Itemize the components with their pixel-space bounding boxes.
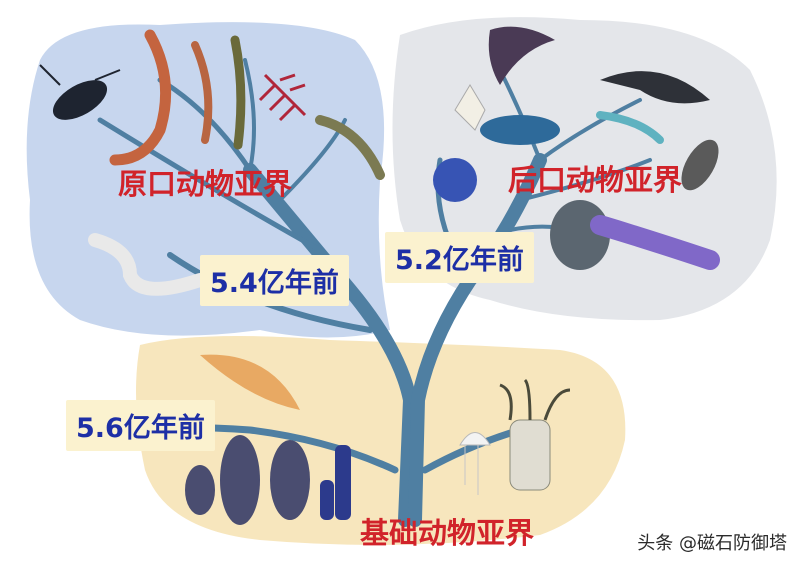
blue-skull-creature	[433, 158, 477, 202]
centipede-creature	[315, 115, 385, 180]
anemone-creature	[499, 378, 571, 491]
eel-larva	[596, 111, 664, 144]
dark-fish-creature	[681, 139, 719, 191]
deuterostomia-label: 后口动物亚界	[508, 163, 683, 197]
time-label-520: 5.2亿年前	[385, 232, 534, 283]
lamprey-creature	[600, 71, 710, 104]
red-fern-creature	[258, 73, 307, 122]
jellyfish-creature	[459, 432, 491, 495]
segmented-worm-1	[109, 29, 172, 166]
purple-worm-creature	[590, 215, 720, 270]
sponge-creatures	[185, 435, 310, 525]
tube-sponge	[320, 445, 351, 520]
protostomia-label: 原口动物亚界	[118, 167, 293, 201]
hagfish-creature	[488, 26, 555, 86]
segmented-worm-2	[191, 41, 213, 144]
time-label-540: 5.4亿年前	[200, 255, 349, 306]
watermark-text: 头条 @磁石防御塔	[637, 533, 787, 554]
trilobite-creature	[39, 64, 121, 120]
starfish-creature	[454, 84, 486, 131]
lancelet-worm	[230, 35, 246, 150]
time-label-560: 5.6亿年前	[66, 400, 215, 451]
fish-creature	[480, 115, 560, 145]
feather-creature	[200, 354, 300, 410]
basal-label: 基础动物亚界	[360, 516, 535, 550]
bristle-worm	[88, 233, 207, 296]
